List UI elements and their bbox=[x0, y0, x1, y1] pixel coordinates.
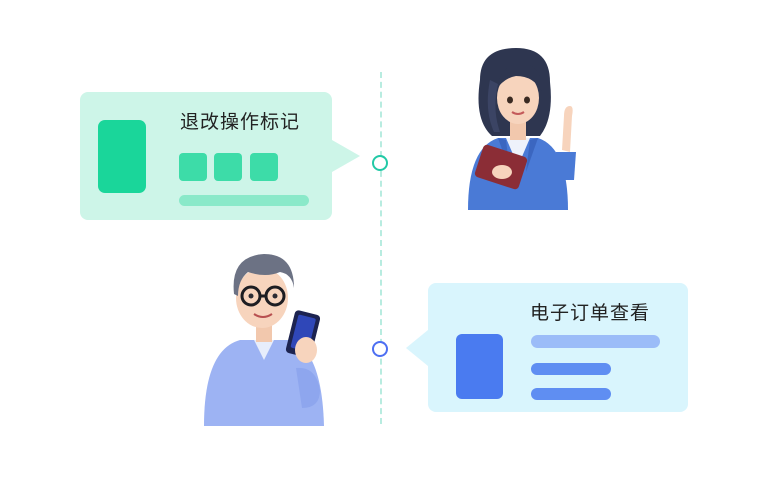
refund-mark-bar bbox=[179, 195, 309, 206]
e-order-line-1 bbox=[531, 335, 660, 348]
e-order-title: 电子订单查看 bbox=[530, 302, 651, 324]
e-order-line-3 bbox=[531, 388, 611, 400]
e-order-card-pointer bbox=[406, 330, 428, 366]
timeline-node-bottom bbox=[372, 341, 388, 357]
man-with-glasses-avatar-icon bbox=[204, 254, 324, 426]
refund-mark-square-2 bbox=[214, 153, 242, 181]
e-order-line-2 bbox=[531, 363, 611, 375]
timeline-line bbox=[380, 72, 382, 424]
refund-mark-card-pointer bbox=[332, 140, 360, 172]
refund-mark-document-icon bbox=[98, 120, 146, 193]
refund-mark-square-3 bbox=[250, 153, 278, 181]
refund-mark-title: 退改操作标记 bbox=[180, 111, 301, 133]
e-order-document-icon bbox=[456, 334, 503, 399]
businesswoman-avatar-icon bbox=[468, 48, 576, 210]
timeline-node-top bbox=[372, 155, 388, 171]
refund-mark-square-1 bbox=[179, 153, 207, 181]
